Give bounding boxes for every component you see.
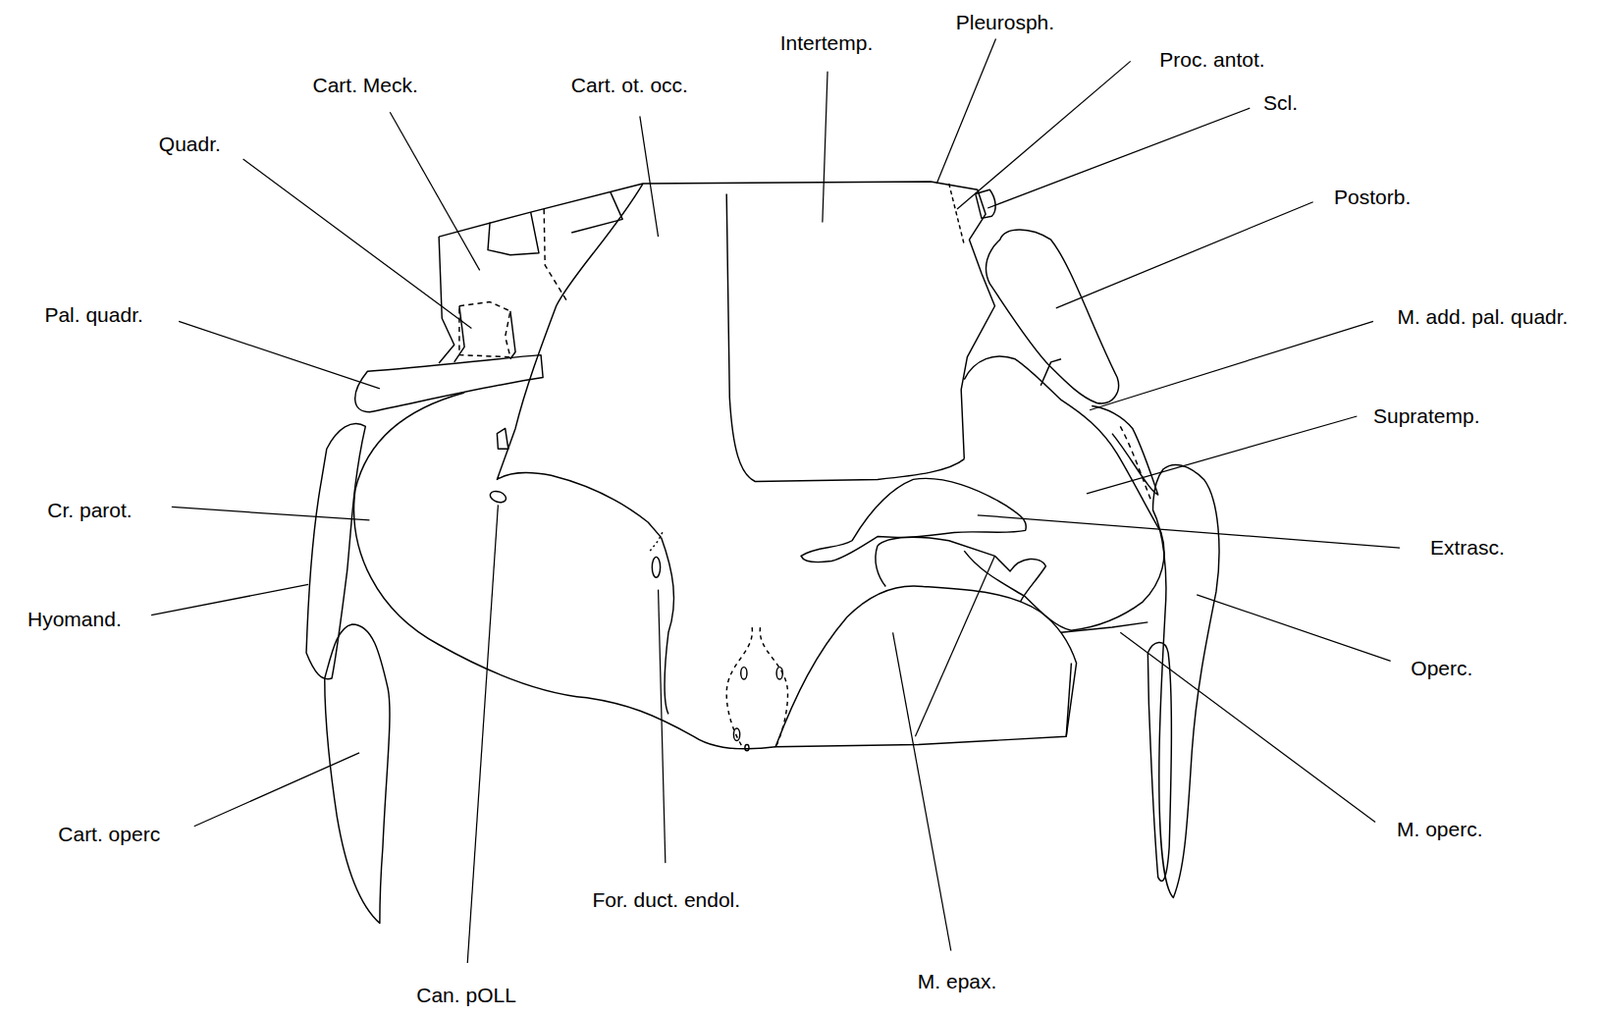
part-label: Cart. ot. occ. [571,74,689,98]
part-label: M. operc. [1396,818,1484,842]
part-label: Scl. [1263,91,1298,114]
part-label: Cart. Meck. [312,74,418,98]
part-label: Postorb. [1333,185,1411,209]
part-label: Intertemp. [780,31,874,54]
part-label: Pal. quadr. [44,304,143,327]
part-label: For. duct. endol. [592,888,742,911]
part-label: Supratemp. [1373,405,1481,428]
part-label: Quadr. [159,132,221,156]
part-label: Pleurosph. [956,10,1055,34]
part-label: Hyomand. [27,607,122,631]
part-label: Operc. [1410,656,1473,680]
part-label: Can. pOLL [416,983,517,1007]
part-label: Cr. parot. [47,498,132,522]
part-label: M. add. pal. quadr. [1396,306,1568,329]
part-label: Extrasc. [1430,536,1505,560]
part-label: M. epax. [917,969,998,993]
part-label: Cart. operc [57,823,160,847]
part-label: Proc. antot. [1159,49,1265,72]
